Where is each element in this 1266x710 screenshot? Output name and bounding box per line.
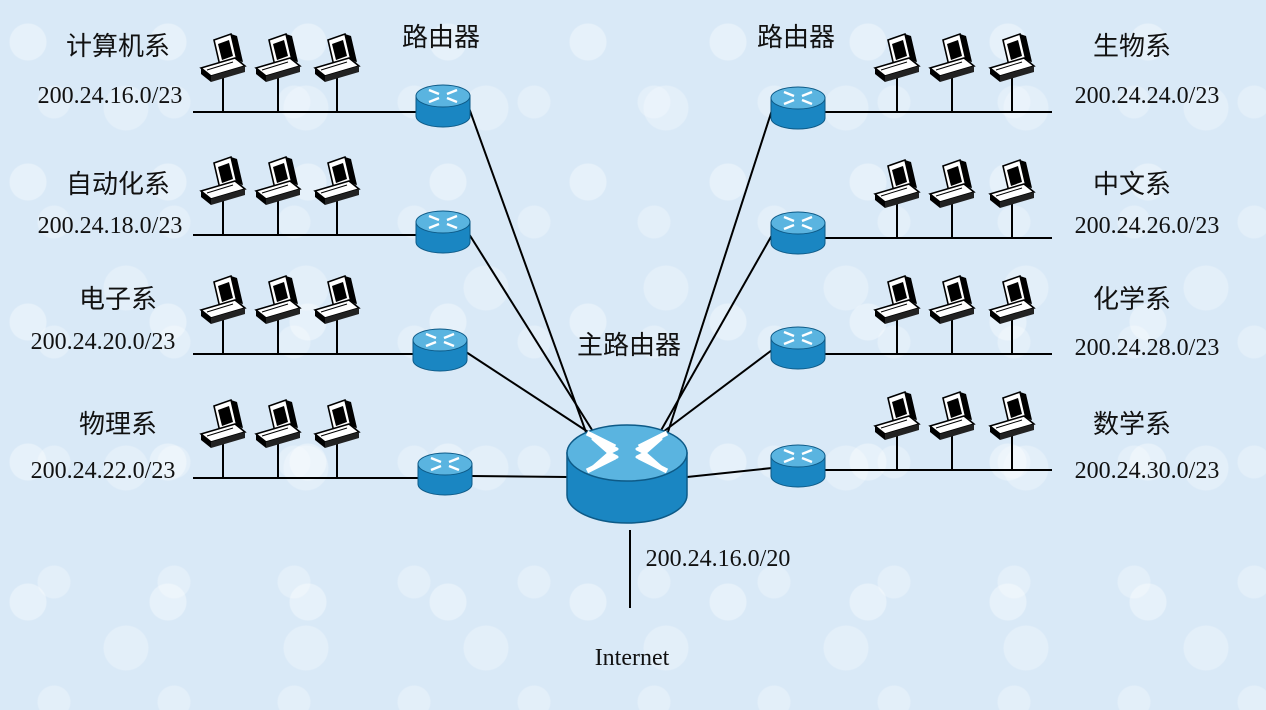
computer-icon[interactable] bbox=[255, 156, 301, 206]
uplink-line bbox=[654, 234, 773, 442]
router-label-right: 路由器 bbox=[757, 23, 835, 52]
department-network: 200.24.26.0/23 bbox=[1075, 213, 1220, 239]
computer-icon[interactable] bbox=[874, 391, 920, 441]
router-label-left: 路由器 bbox=[402, 23, 480, 52]
department-name: 化学系 bbox=[1093, 285, 1171, 314]
router-icon[interactable] bbox=[414, 209, 472, 255]
computer-icon[interactable] bbox=[200, 399, 246, 449]
computer-icon[interactable] bbox=[200, 33, 246, 83]
department-name: 电子系 bbox=[79, 285, 157, 314]
department-name: 物理系 bbox=[79, 410, 157, 439]
computer-icon[interactable] bbox=[255, 399, 301, 449]
main-router-icon[interactable] bbox=[566, 424, 688, 524]
computer-icon[interactable] bbox=[874, 275, 920, 325]
main-router-label: 主路由器 bbox=[577, 331, 681, 360]
computer-icon[interactable] bbox=[314, 156, 360, 206]
computer-icon[interactable] bbox=[989, 275, 1035, 325]
computer-icon[interactable] bbox=[929, 159, 975, 209]
uplink-line bbox=[686, 467, 773, 478]
router-icon[interactable] bbox=[411, 327, 469, 373]
computer-icon[interactable] bbox=[314, 33, 360, 83]
department-name: 数学系 bbox=[1093, 410, 1171, 439]
computer-icon[interactable] bbox=[314, 275, 360, 325]
computer-icon[interactable] bbox=[929, 33, 975, 83]
department-network: 200.24.20.0/23 bbox=[31, 329, 176, 355]
uplink-line bbox=[666, 109, 773, 436]
computer-icon[interactable] bbox=[200, 275, 246, 325]
department-network: 200.24.18.0/23 bbox=[38, 213, 183, 239]
router-icon[interactable] bbox=[769, 443, 827, 489]
computer-icon[interactable] bbox=[255, 275, 301, 325]
router-icon[interactable] bbox=[769, 85, 827, 131]
department-network: 200.24.16.0/23 bbox=[38, 83, 183, 109]
uplink-network: 200.24.16.0/20 bbox=[646, 546, 791, 572]
uplink-line bbox=[470, 475, 568, 478]
computer-icon[interactable] bbox=[200, 156, 246, 206]
router-icon[interactable] bbox=[414, 83, 472, 129]
router-icon[interactable] bbox=[769, 325, 827, 371]
computer-icon[interactable] bbox=[989, 159, 1035, 209]
router-icon[interactable] bbox=[769, 210, 827, 256]
internet-label: Internet bbox=[595, 645, 670, 671]
computer-icon[interactable] bbox=[874, 159, 920, 209]
department-network: 200.24.28.0/23 bbox=[1075, 335, 1220, 361]
department-network: 200.24.30.0/23 bbox=[1075, 458, 1220, 484]
department-name: 自动化系 bbox=[66, 170, 170, 199]
computer-icon[interactable] bbox=[255, 33, 301, 83]
computer-icon[interactable] bbox=[989, 33, 1035, 83]
computer-icon[interactable] bbox=[929, 275, 975, 325]
computer-icon[interactable] bbox=[314, 399, 360, 449]
computer-icon[interactable] bbox=[929, 391, 975, 441]
department-network: 200.24.24.0/23 bbox=[1075, 83, 1220, 109]
uplink-line bbox=[468, 233, 600, 442]
department-network: 200.24.22.0/23 bbox=[31, 458, 176, 484]
department-name: 中文系 bbox=[1093, 170, 1171, 199]
department-name: 计算机系 bbox=[66, 32, 170, 61]
computer-icon[interactable] bbox=[989, 391, 1035, 441]
uplink-line bbox=[468, 107, 588, 436]
department-name: 生物系 bbox=[1093, 32, 1171, 61]
uplink-line bbox=[465, 351, 612, 448]
router-icon[interactable] bbox=[416, 451, 474, 497]
computer-icon[interactable] bbox=[874, 33, 920, 83]
